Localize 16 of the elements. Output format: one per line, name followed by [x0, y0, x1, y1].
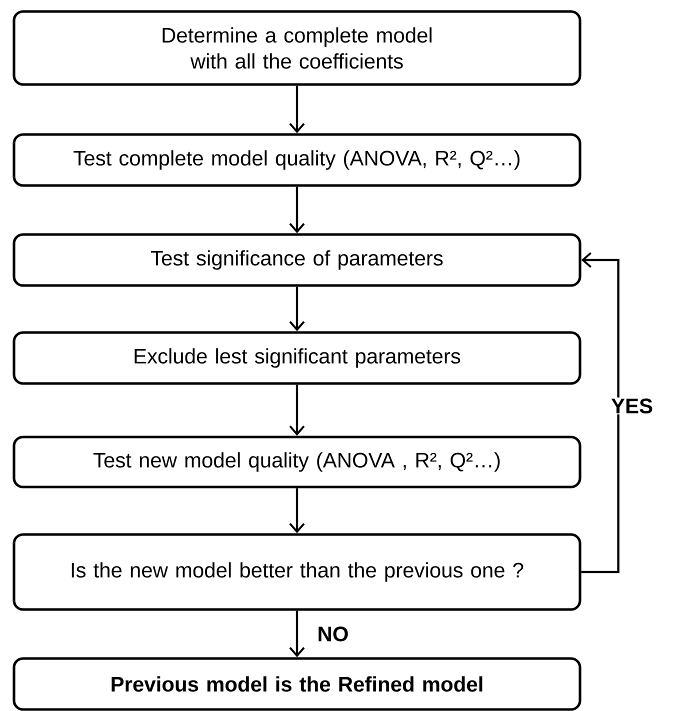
arrow: [289, 186, 305, 234]
arrow: [289, 610, 305, 658]
arrow: [289, 384, 305, 436]
edge-label: NO: [316, 626, 350, 642]
process-box: Previous model is the Refined model: [12, 657, 582, 711]
process-box: Is the new model better than the previous one ?: [12, 533, 582, 611]
process-box: Exclude lest significant parameters: [12, 331, 582, 385]
process-box: Test significance of parameters: [12, 233, 582, 287]
arrow: [289, 488, 305, 534]
process-box: Test complete model quality (ANOVA, R², Q²…): [12, 133, 582, 187]
arrow: [581, 252, 620, 574]
arrow: [289, 286, 305, 332]
arrow: [289, 86, 305, 134]
process-box: Test new model quality (ANOVA , R², Q²…): [12, 436, 582, 488]
process-box: Determine a complete model with all the coefficients: [12, 10, 582, 86]
edge-label: YES: [610, 398, 654, 414]
